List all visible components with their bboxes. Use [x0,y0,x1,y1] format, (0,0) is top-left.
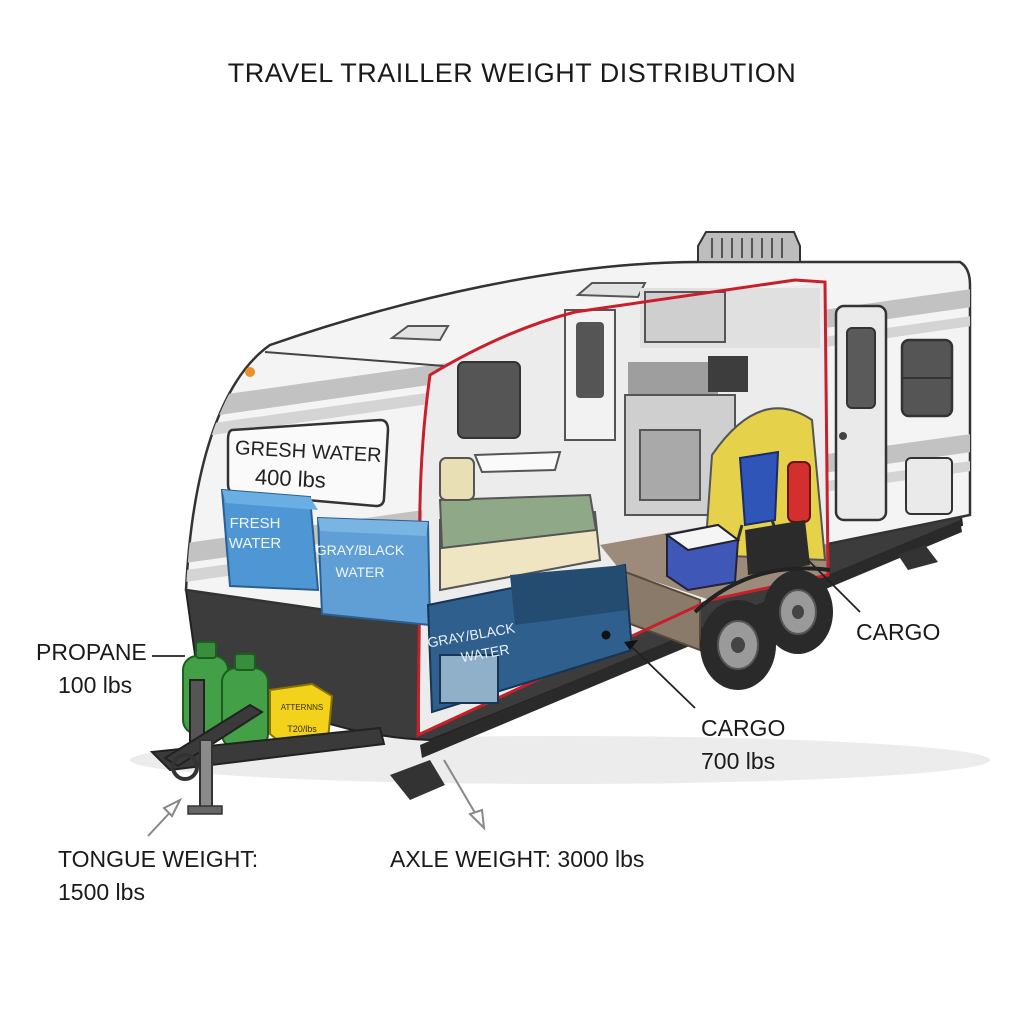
cutaway-outline [416,278,830,738]
cargo-right-label: CARGO [856,619,941,645]
marker-light-left [245,367,255,377]
diagram-title: TRAVEL TRAILLER WEIGHT DISTRIBUTION [227,58,797,88]
gray-black-tank-lower: GRAY/BLACK WATER [426,563,634,714]
rear-door-window [846,327,876,409]
axle-weight-callout: AXLE WEIGHT: 3000 lbs [390,843,644,876]
tongue-arrow [147,797,183,837]
cargo-right-callout: CARGO [856,616,940,649]
door-handle [839,432,847,440]
cargo-center-arrowhead [624,640,638,650]
tongue-weight-callout: TONGUE WEIGHT: 1500 lbs [58,843,258,909]
axle-arrow [443,759,486,831]
backsplash [628,362,718,394]
roof-vent-front [389,325,450,342]
tongue-weight-label: TONGUE WEIGHT: [58,846,259,872]
roof-vent-mid [575,282,647,299]
propane-callout: PROPANE 100 lbs [36,636,147,702]
battery-line-1: ATTERNNS [281,703,324,712]
bed-blanket [438,493,598,550]
microwave [708,356,748,392]
fresh-tank-line-2: WATER [229,535,282,552]
axle-weight-label: AXLE WEIGHT: 3000 lbs [390,846,645,872]
propane-weight: 100 lbs [58,672,133,698]
gas-can [787,461,811,523]
cargo-center-weight: 700 lbs [701,748,776,774]
battery-line-2: T20/lbs [287,724,317,734]
front-stabilizer [390,760,445,800]
roof-ac-unit [697,231,801,263]
propane-label: PROPANE [36,639,147,665]
bed-pillow [439,457,475,501]
wheel-front [700,600,776,690]
gray-tank-upper-line-1: GRAY/BLACK [316,542,405,558]
gray-tank-upper-line-2: WATER [336,564,385,580]
cargo-center-label: CARGO [701,715,786,741]
cargo-center-leader [631,646,696,709]
sign-line-2: 400 lbs [254,464,326,493]
fresh-water-sign: GRESH WATER 400 lbs [226,418,390,508]
interior-door-window [576,322,604,398]
oven [639,429,701,501]
rear-stabilizer [898,545,938,570]
roof-edge [269,261,960,346]
storage-hatch [905,457,953,515]
gray-black-tank-upper: GRAY/BLACK WATER [316,516,432,627]
tongue-jack [199,739,213,811]
duffel-bags [745,520,810,575]
camp-chair [738,450,780,527]
cargo-right-leader [807,559,861,613]
wheel-rear [763,570,833,654]
fresh-water-tank: FRESH WATER [220,488,320,592]
front-window [457,361,521,439]
tongue-weight-value: 1500 lbs [58,879,145,905]
cargo-center-marker [601,630,611,640]
wheel-fender [693,566,831,614]
coupler [171,753,199,781]
fresh-tank-line-1: FRESH [230,515,281,532]
cargo-center-callout: CARGO 700 lbs [701,712,785,778]
sink [473,450,562,474]
